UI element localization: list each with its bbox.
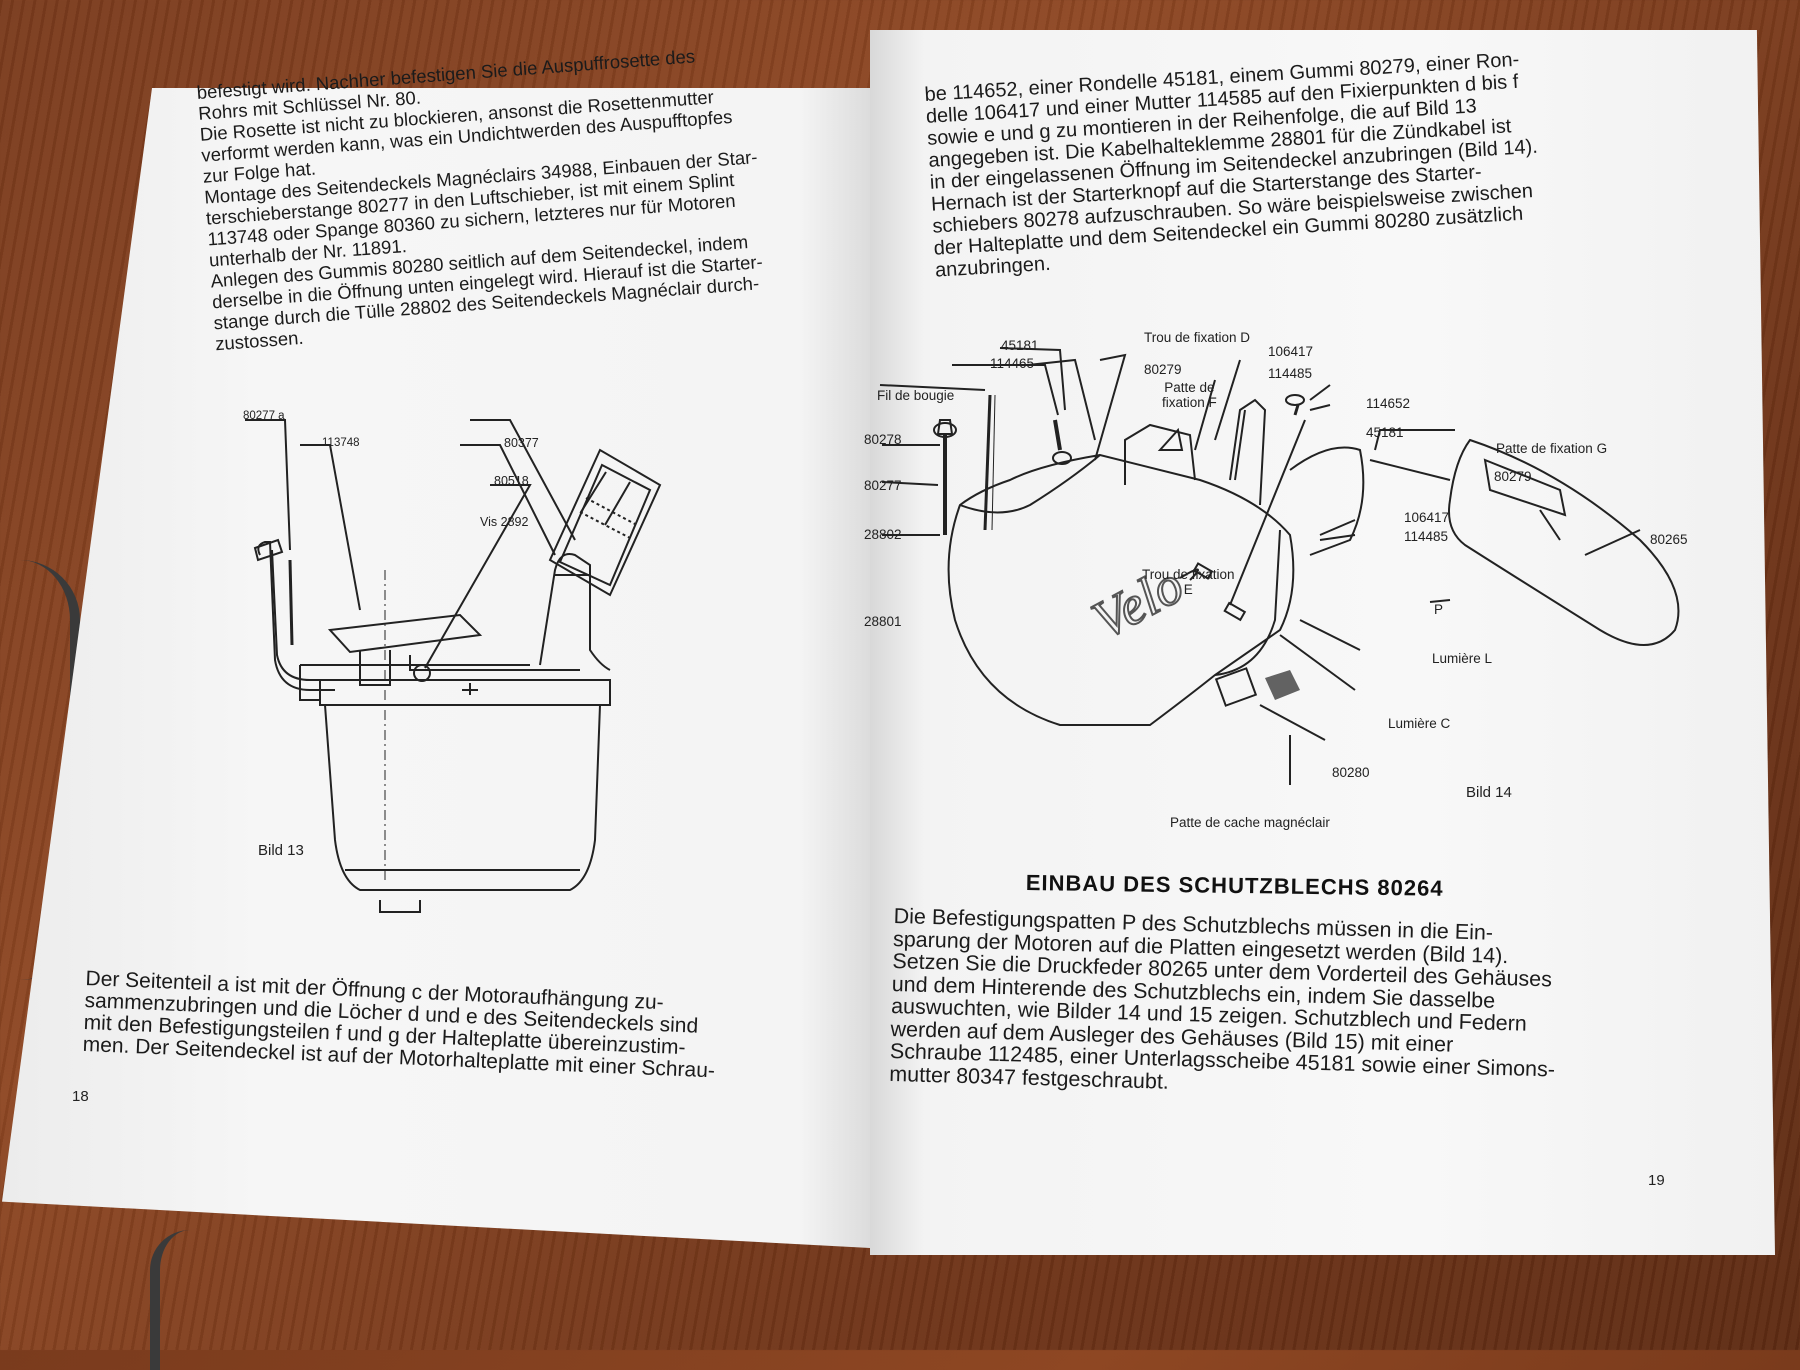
label-80277: 80277: [864, 478, 902, 493]
label-fil-de-bougie: Fil de bougie: [877, 388, 955, 403]
label-p: P: [1434, 602, 1444, 617]
label-114652: 114652: [1366, 396, 1411, 411]
label-106417-right: 106417: [1404, 510, 1450, 525]
label-80280: 80280: [1332, 765, 1370, 780]
caption-bild-13: Bild 13: [258, 842, 304, 859]
caption-bild-14: Bild 14: [1466, 784, 1512, 801]
label-trou-fixation-d: Trou de fixation D: [1144, 330, 1251, 345]
label-114465: 114465: [990, 356, 1035, 371]
figure-bild-13: [245, 419, 662, 913]
right-bottom-paragraph: Die Befestigungspatten P des Schutzblech…: [888, 904, 1556, 1094]
label-patte-cache-magneclair: Patte de cache magnéclair: [1170, 815, 1330, 830]
figure-bild-14: Velo: [879, 347, 1680, 785]
label-80277a: 80277 a: [243, 410, 285, 422]
label-113748: 113748: [322, 437, 360, 449]
left-page: [2, 88, 870, 1248]
page-number-left: 18: [72, 1088, 89, 1105]
label-80518: 80518: [494, 474, 529, 488]
cable-end: [150, 1230, 230, 1370]
label-114485-right: 114485: [1404, 529, 1449, 544]
label-80279-top: 80279: [1144, 362, 1182, 377]
label-45181-right: 45181: [1366, 425, 1404, 440]
label-45181-top: 45181: [1001, 338, 1039, 353]
label-28802: 28802: [864, 527, 902, 542]
label-80377: 80377: [504, 436, 539, 450]
label-vis-2892: Vis 2892: [480, 515, 529, 529]
label-patte-fixation-g: Patte de fixation G: [1496, 441, 1608, 456]
label-lumiere-c: Lumière C: [1388, 716, 1451, 731]
label-114485-top: 114485: [1268, 366, 1313, 381]
left-top-paragraphs: befestigt wird. Nachher befestigen Sie d…: [196, 45, 764, 355]
label-106417-top: 106417: [1268, 344, 1314, 359]
right-top-paragraph: be 114652, einer Rondelle 45181, einem G…: [924, 48, 1539, 282]
label-80265: 80265: [1650, 532, 1688, 547]
label-80279-right: 80279: [1494, 469, 1532, 484]
label-trou-fixation-e: Trou de fixation E: [1142, 567, 1235, 597]
label-28801: 28801: [864, 614, 902, 629]
label-80278: 80278: [864, 432, 902, 447]
label-patte-fixation-f: Patte de fixation F: [1162, 380, 1217, 410]
page-number-right: 19: [1648, 1172, 1665, 1189]
label-lumiere-l: Lumière L: [1432, 651, 1493, 666]
